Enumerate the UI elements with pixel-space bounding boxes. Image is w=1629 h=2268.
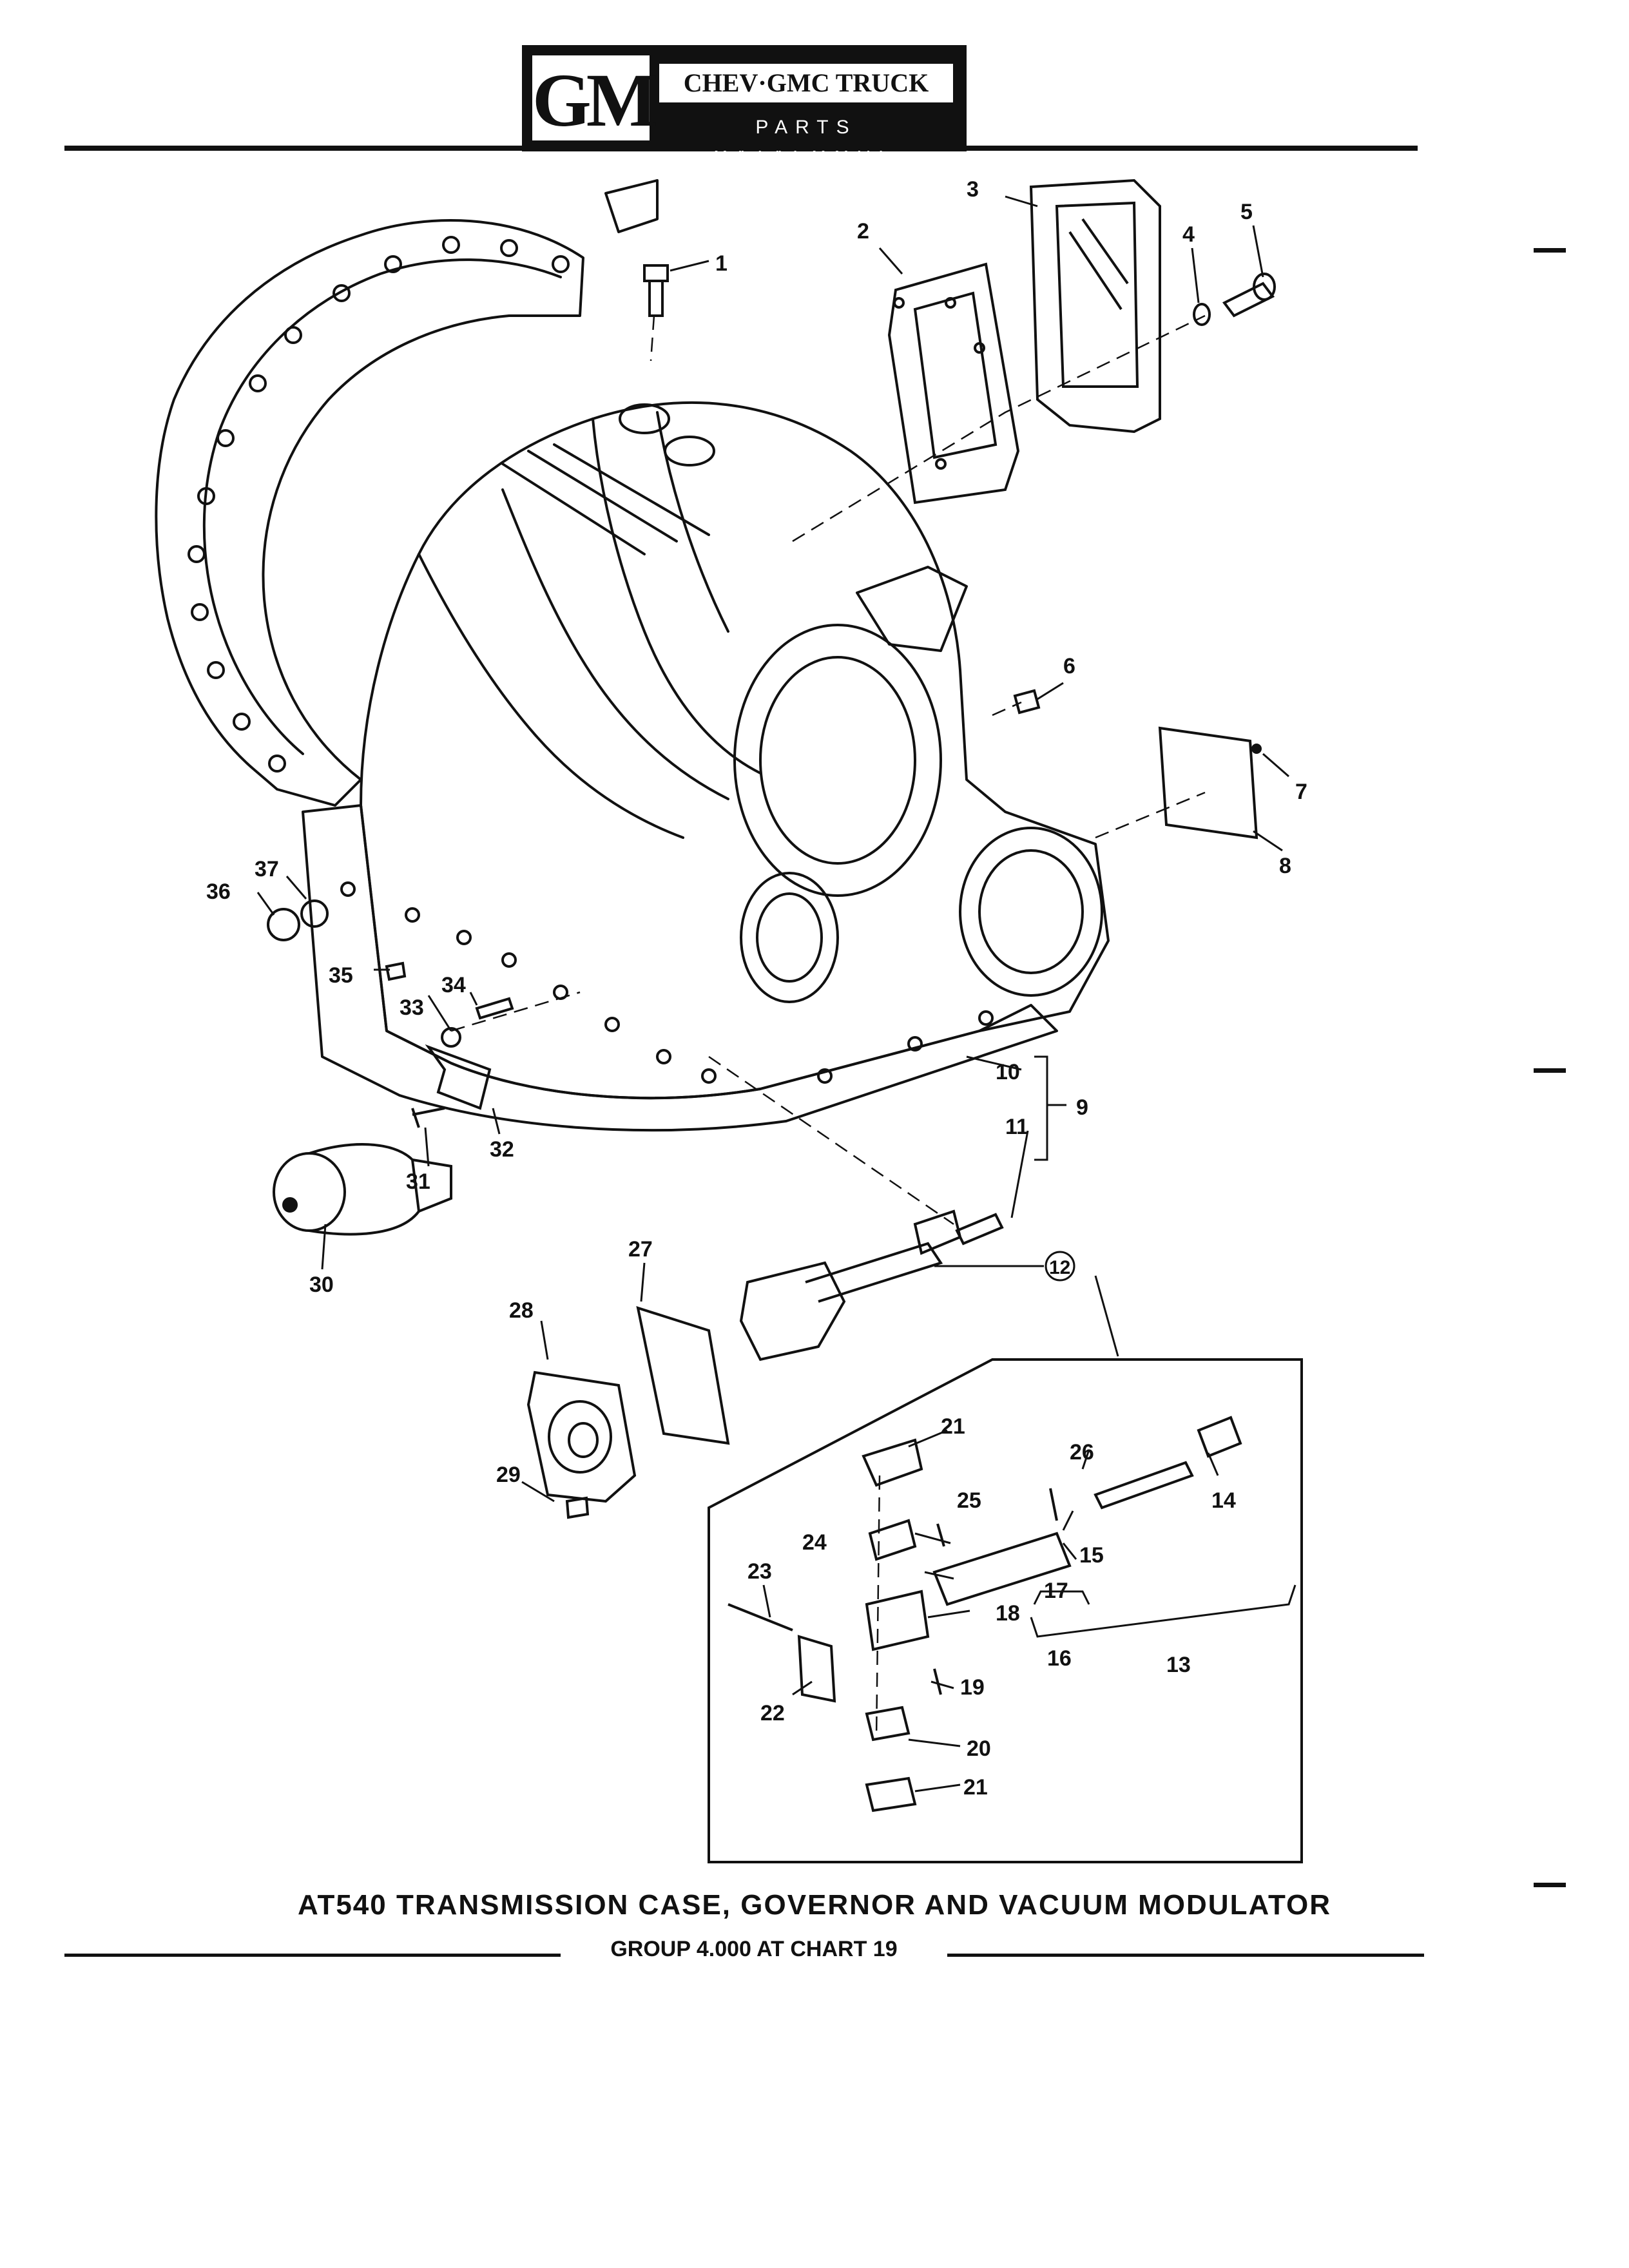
callout-label: 3 [967,177,979,202]
drain-plug [267,908,300,941]
pto-gasket [887,262,1020,505]
callout-label: 1 [715,251,728,276]
rear-output-flange [959,827,1103,997]
governor-parts [728,1416,1242,1812]
case-plug [1013,689,1041,715]
callout-label: 11 [1005,1115,1028,1139]
callout-label: 18 [996,1601,1020,1626]
callout-label: 20 [967,1736,991,1761]
breather-boss [604,179,659,233]
margin-mark [1534,1068,1566,1073]
flange-bolt-holes [188,236,570,773]
footer-rule-left [64,1954,561,1957]
callout-label: 37 [255,857,279,881]
plug-bolt [385,961,407,981]
governor-gasket [636,1306,730,1445]
callout-label: 14 [1211,1488,1236,1513]
callout-label: 33 [400,995,424,1020]
callout-label: 15 [1079,1543,1104,1568]
callout-label: 24 [802,1530,827,1555]
callout-label: 13 [1166,1653,1191,1677]
callout-label: 2 [857,219,869,244]
callout-label: 6 [1063,654,1075,678]
callout-label: 8 [1279,854,1291,878]
governor-detail-frame [708,1358,1303,1863]
dowel-pin [955,1213,1004,1245]
callout-label: 36 [206,879,231,904]
gm-logo: GM [530,53,658,143]
callout-label: 21 [941,1414,965,1439]
breather-plug [643,264,669,317]
callout-label: 34 [441,973,466,997]
callout-label: 28 [509,1298,534,1323]
callout-label: 10 [996,1060,1020,1084]
plate-screw [1251,744,1262,754]
callout-label: 23 [747,1559,772,1584]
callout-label: 19 [960,1675,985,1700]
callout-ring [1045,1251,1075,1282]
o-ring [441,1027,461,1048]
pto-cover [1029,178,1161,434]
footer-rule-right [947,1954,1424,1957]
governor-assembly [739,1209,962,1361]
callout-label: 25 [957,1488,981,1513]
callout-label: 16 [1047,1646,1072,1671]
callout-label: 22 [760,1701,785,1725]
callout-labels: 1 2 3 4 5 6 7 8 9 10 11 12 13 14 15 16 1… [206,177,1307,1800]
modulator-valve [475,997,514,1020]
cover-bolt [1193,273,1276,326]
callout-label: 30 [309,1273,334,1297]
callout-label: 31 [406,1169,430,1194]
callout-label: 29 [496,1463,521,1487]
oil-pan-flange [302,804,1058,1132]
callout-label: 4 [1182,222,1195,247]
callout-label: 5 [1240,200,1253,224]
bell-housing-flange [155,219,584,807]
footer-group-chart: GROUP 4.000 AT CHART 19 [610,1937,898,1961]
governor-cover [526,1370,637,1503]
diagram-caption: AT540 TRANSMISSION CASE, GOVERNOR AND VA… [297,1889,1332,1921]
callout-label: 27 [628,1237,653,1262]
callout-label: 35 [329,963,353,988]
cover-bolt-small [565,1496,590,1519]
callout-label: 17 [1044,1579,1068,1603]
callout-label: 12 [1049,1257,1070,1278]
brand-title: CHEV·GMC TRUCK [657,62,955,104]
drain-seal [300,899,329,928]
exploded-view-diagram: 1 2 3 4 5 6 7 8 9 10 11 12 13 14 15 16 1… [155,177,1307,1863]
callout-label: 26 [1070,1440,1094,1465]
header-rule [64,146,1418,151]
pan-bolt-holes [340,881,994,1084]
margin-mark [1534,248,1566,253]
callout-label: 32 [490,1137,514,1162]
cover-plate [1158,726,1258,840]
modulator-retainer [425,1044,492,1110]
callout-label: 9 [1076,1095,1088,1120]
callout-label: 7 [1295,780,1307,804]
callout-label: 21 [963,1775,988,1800]
retainer-bolt [411,1107,445,1128]
margin-mark [1534,1883,1566,1887]
vacuum-modulator [273,1143,452,1236]
